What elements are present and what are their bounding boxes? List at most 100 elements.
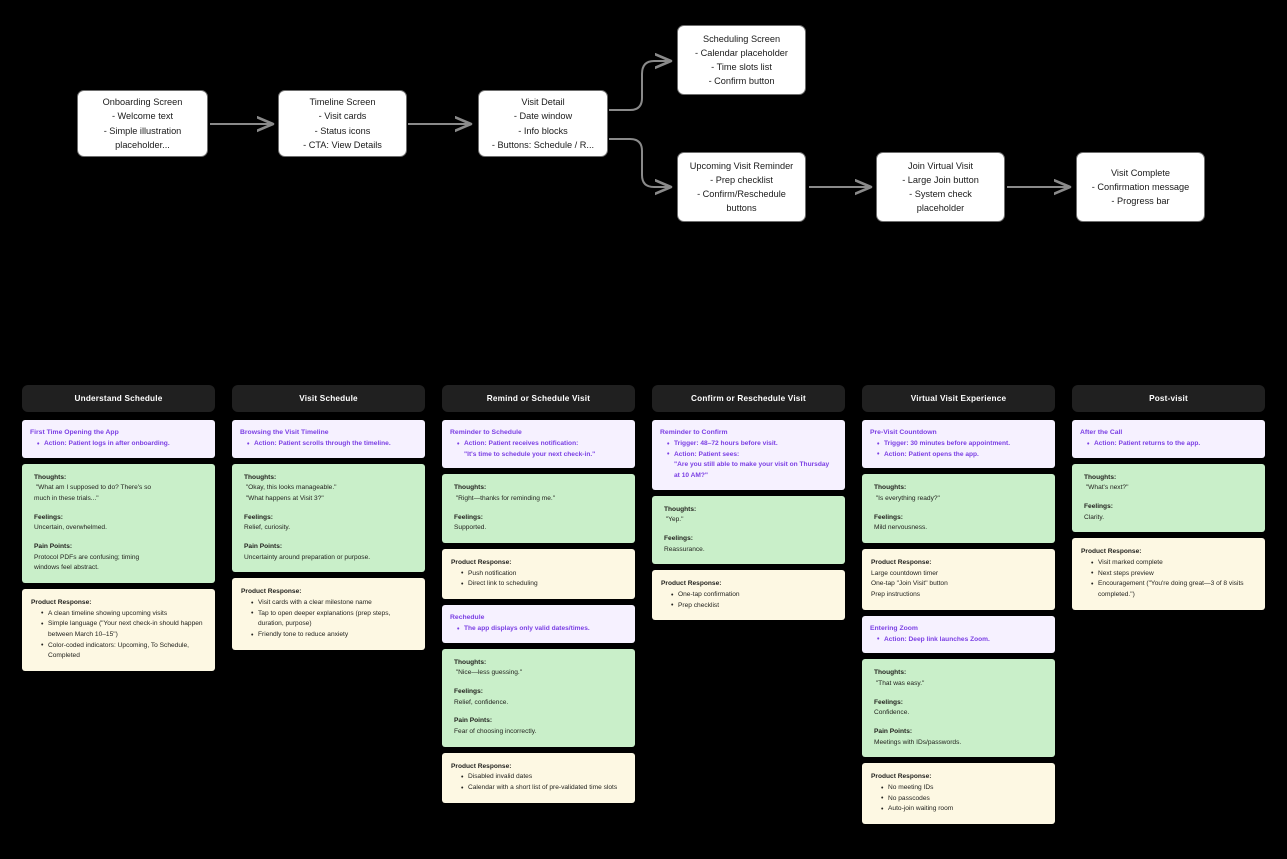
emotion-card[interactable]: Thoughts: "Okay, this looks manageable."… — [232, 463, 425, 573]
stage-header[interactable]: Confirm or Reschedule Visit — [652, 385, 845, 412]
action-card[interactable]: Reminder to ConfirmTrigger: 48–72 hours … — [652, 420, 845, 490]
stage-header[interactable]: Post-visit — [1072, 385, 1265, 412]
emotion-block-text: Mild nervousness. — [874, 524, 928, 532]
card-stack: Reminder to ScheduleAction: Patient rece… — [442, 420, 635, 803]
action-card[interactable]: Pre-Visit CountdownTrigger: 30 minutes b… — [862, 420, 1055, 469]
quoted-text: at 10 AM?" — [674, 472, 709, 480]
emotion-block-label: Feelings: — [874, 513, 903, 521]
product-response-card[interactable]: Product Response:Disabled invalid datesC… — [442, 752, 635, 803]
flow-box-timeline[interactable]: Timeline Screen - Visit cards - Status i… — [278, 90, 407, 157]
action-card[interactable]: First Time Opening the AppAction: Patien… — [22, 420, 215, 458]
stage-header[interactable]: Visit Schedule — [232, 385, 425, 412]
list-item: Action: Deep link launches Zoom. — [877, 634, 1047, 646]
emotion-block-label: Thoughts: — [34, 473, 67, 481]
product-bullet-list: Push notificationDirect link to scheduli… — [451, 568, 627, 590]
flow-box-title: Onboarding Screen — [102, 97, 183, 107]
flow-box-title: Scheduling Screen — [702, 33, 781, 44]
emotion-card[interactable]: Thoughts: "Right—thanks for reminding me… — [442, 474, 635, 544]
flow-box-line: buttons — [726, 203, 757, 214]
product-response-card[interactable]: Product Response:No meeting IDsNo passco… — [862, 763, 1055, 825]
product-bullet-list: A clean timeline showing upcoming visits… — [31, 608, 207, 662]
list-item: Action: Patient opens the app. — [877, 449, 1047, 461]
quoted-text: "It's time to schedule your next check-i… — [464, 450, 596, 458]
flow-box-visit-detail[interactable]: Visit Detail - Date window - Info blocks… — [478, 90, 608, 157]
flow-box-line: - Visit cards — [318, 111, 367, 122]
flow-box-line: - CTA: View Details — [303, 139, 382, 150]
list-item: Visit cards with a clear milestone name — [251, 598, 417, 609]
emotion-card[interactable]: Thoughts: "What's next?"Feelings:Clarity… — [1072, 463, 1265, 533]
emotion-card[interactable]: Thoughts: "What am I supposed to do? The… — [22, 463, 215, 584]
flow-box-line: - Time slots list — [711, 62, 772, 72]
list-item: Disabled invalid dates — [461, 772, 627, 783]
card-stack: First Time Opening the AppAction: Patien… — [22, 420, 215, 672]
flow-box-title: Join Virtual Visit — [907, 160, 974, 171]
list-item: Simple language ("Your next check-in sho… — [41, 619, 207, 640]
emotion-block-label: Thoughts: — [1084, 473, 1117, 481]
spacer — [34, 505, 206, 513]
action-card[interactable]: Browsing the Visit TimelineAction: Patie… — [232, 420, 425, 458]
list-item: No meeting IDs — [881, 783, 1047, 794]
flow-box-title: Visit Detail — [521, 97, 565, 107]
flow-box-onboarding[interactable]: Onboarding Screen - Welcome text - Simpl… — [77, 90, 208, 157]
spacer — [874, 719, 1046, 727]
stage-header[interactable]: Remind or Schedule Visit — [442, 385, 635, 412]
action-card-title: Browsing the Visit Timeline — [240, 429, 329, 436]
spacer — [34, 534, 206, 542]
flow-box-visit-complete[interactable]: Visit Complete - Confirmation message - … — [1076, 152, 1205, 222]
flow-box-join-virtual[interactable]: Join Virtual Visit - Large Join button -… — [876, 152, 1005, 222]
action-card[interactable]: RecheduleThe app displays only valid dat… — [442, 605, 635, 643]
flow-box-title: Timeline Screen — [309, 97, 376, 107]
list-item: The app displays only valid dates/times. — [457, 624, 627, 635]
product-bullet-list: Disabled invalid datesCalendar with a sh… — [451, 772, 627, 794]
flow-box-scheduling[interactable]: Scheduling Screen - Calendar placeholder… — [677, 25, 806, 95]
flow-box-line: - Info blocks — [518, 125, 568, 136]
spacer — [874, 690, 1046, 698]
action-bullet-list: Action: Patient returns to the app. — [1080, 439, 1257, 450]
product-response-label: Product Response: — [1081, 548, 1142, 556]
action-bullet-list: Trigger: 30 minutes before appointment.A… — [870, 439, 1047, 461]
spacer — [454, 679, 626, 687]
action-card-title: First Time Opening the App — [30, 429, 119, 436]
emotion-block-text: much in these trials..." — [34, 495, 99, 503]
flow-box-line: placeholder... — [115, 139, 170, 150]
stage-header[interactable]: Virtual Visit Experience — [862, 385, 1055, 412]
product-response-card[interactable]: Product Response:Push notificationDirect… — [442, 549, 635, 600]
product-bullet-list: Visit marked completeNext steps previewE… — [1081, 558, 1257, 601]
flow-box-upcoming-reminder[interactable]: Upcoming Visit Reminder - Prep checklist… — [677, 152, 806, 222]
emotion-block-label: Feelings: — [874, 698, 903, 706]
action-bullet-list: The app displays only valid dates/times. — [450, 624, 627, 635]
product-response-text: Large countdown timer — [871, 569, 939, 577]
emotion-block-label: Feelings: — [34, 513, 63, 521]
emotion-card[interactable]: Thoughts: "Yep."Feelings:Reassurance. — [652, 495, 845, 565]
list-item: Visit marked complete — [1091, 558, 1257, 569]
spacer — [664, 526, 836, 534]
product-response-card[interactable]: Product Response: Visit cards with a clea… — [232, 578, 425, 650]
product-response-card[interactable]: Product Response:One-tap confirmationPre… — [652, 570, 845, 621]
card-stack: Reminder to ConfirmTrigger: 48–72 hours … — [652, 420, 845, 621]
action-card[interactable]: Entering ZoomAction: Deep link launches … — [862, 615, 1055, 654]
emotion-card[interactable]: Thoughts: "That was easy."Feelings:Confi… — [862, 659, 1055, 758]
emotion-card[interactable]: Thoughts: "Is everything ready?"Feelings… — [862, 474, 1055, 544]
action-card[interactable]: After the CallAction: Patient returns to… — [1072, 420, 1265, 458]
emotion-block-label: Thoughts: — [664, 505, 697, 513]
product-response-card[interactable]: Product Response: Visit marked completeNe… — [1072, 538, 1265, 610]
flow-box-line: - Confirm/Reschedule — [697, 189, 786, 199]
emotion-block-text: Reassurance. — [664, 545, 705, 553]
stage-header[interactable]: Understand Schedule — [22, 385, 215, 412]
product-response-label: Product Response: — [241, 588, 302, 596]
emotion-block-label: Feelings: — [244, 513, 273, 521]
emotion-card[interactable]: Thoughts: "Nice—less guessing."Feelings:… — [442, 648, 635, 747]
emotion-block-text: Uncertain, overwhelmed. — [34, 524, 107, 532]
emotion-block-text: Fear of choosing incorrectly. — [454, 728, 537, 736]
spacer — [874, 505, 1046, 513]
product-response-label: Product Response: — [451, 559, 512, 567]
product-bullet-list: Visit cards with a clear milestone nameT… — [241, 598, 417, 641]
product-response-card[interactable]: Product Response:A clean timeline showin… — [22, 589, 215, 672]
list-item: Calendar with a short list of pre-valida… — [461, 783, 627, 794]
spacer — [244, 534, 416, 542]
action-card[interactable]: Reminder to ScheduleAction: Patient rece… — [442, 420, 635, 469]
